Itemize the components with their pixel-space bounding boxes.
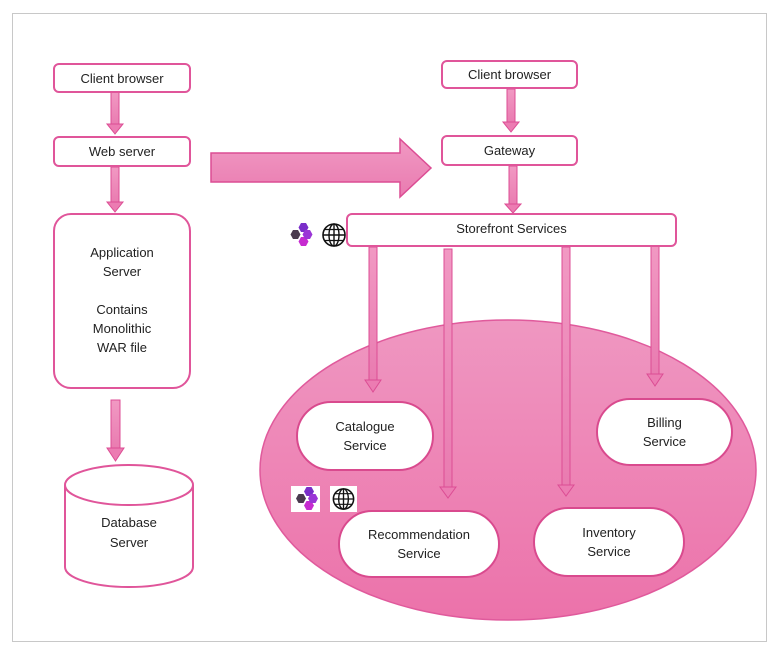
client-browser-label: Client browser xyxy=(467,67,552,82)
globe-icon xyxy=(320,222,348,248)
application-server-box: Application Server Contains Monolithic W… xyxy=(53,213,191,389)
app-server-line4: Monolithic xyxy=(92,321,152,336)
storefront-services-box: Storefront Services xyxy=(346,213,677,247)
recommendation-service-label: Recommendation Service xyxy=(368,527,470,561)
web-server-box: Web server xyxy=(53,136,191,167)
arrow-to-billing xyxy=(646,244,664,387)
arrow-client-to-web xyxy=(105,91,125,135)
billing-service-box: Billing Service xyxy=(596,398,733,466)
gateway-box: Gateway xyxy=(441,135,578,166)
arrow-gateway-to-storefront xyxy=(503,165,523,214)
database-line2: Server xyxy=(109,535,149,550)
recommendation-service-box: Recommendation Service xyxy=(338,510,500,578)
arrow-to-catalogue xyxy=(364,246,382,393)
arrow-web-to-app xyxy=(105,166,125,213)
client-browser-box-monolith: Client browser xyxy=(53,63,191,93)
database-line1: Database xyxy=(101,515,157,530)
app-server-line3: Contains xyxy=(96,302,148,317)
storefront-services-label: Storefront Services xyxy=(456,221,567,236)
database-cylinder xyxy=(64,464,194,588)
catalogue-service-label: Catalogue Service xyxy=(335,419,395,453)
database-server-label: Database Server xyxy=(64,513,194,553)
client-browser-box-microservices: Client browser xyxy=(441,60,578,89)
transition-arrow xyxy=(210,137,433,199)
client-browser-label: Client browser xyxy=(80,70,164,86)
billing-service-label: Billing Service xyxy=(642,415,687,449)
hexagon-cluster-icon xyxy=(291,486,320,512)
arrow-app-to-db xyxy=(106,399,125,462)
app-server-line1: Application xyxy=(90,245,154,260)
gateway-label: Gateway xyxy=(483,143,536,158)
app-server-line5: WAR file xyxy=(96,340,148,355)
inventory-service-label: Inventory Service xyxy=(582,525,636,559)
arrow-client-to-gateway xyxy=(501,88,521,133)
arrow-to-inventory xyxy=(557,246,575,497)
inventory-service-box: Inventory Service xyxy=(533,507,685,577)
hexagon-cluster-icon xyxy=(286,222,314,248)
app-server-line2: Server xyxy=(102,264,142,279)
catalogue-service-box: Catalogue Service xyxy=(296,401,434,471)
web-server-label: Web server xyxy=(88,144,156,159)
globe-icon xyxy=(330,486,357,512)
arrow-to-recommendation xyxy=(439,248,457,499)
diagram-frame xyxy=(12,13,767,642)
